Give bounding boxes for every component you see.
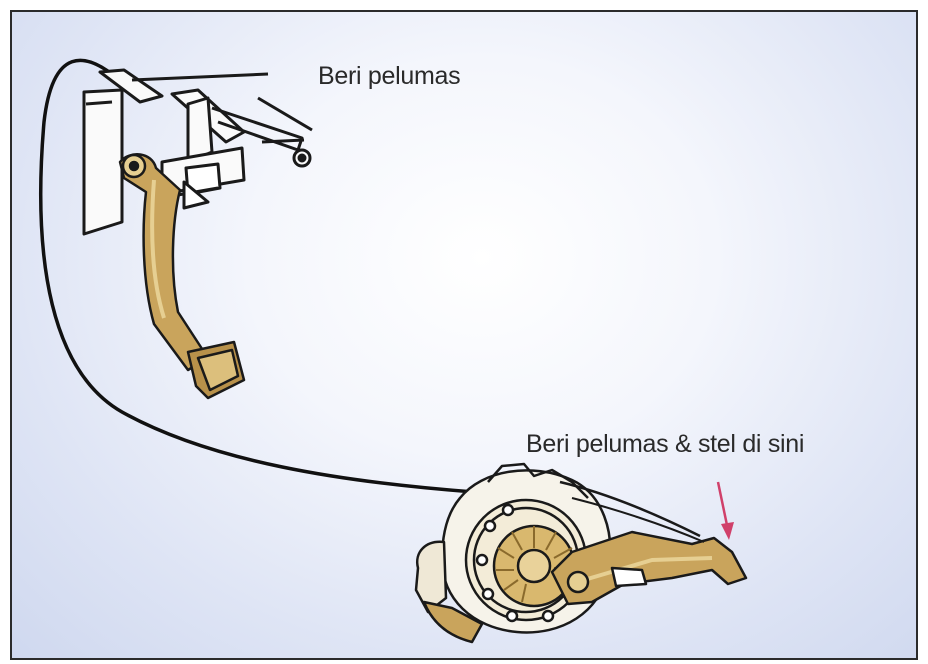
clutch-cable-illustration: [12, 12, 918, 660]
pedal-bracket: [84, 70, 312, 234]
clutch-housing: [416, 464, 746, 642]
diagram-frame: Beri pelumas Beri pelumas & stel di sini: [10, 10, 918, 660]
pointer-arrow: [718, 482, 734, 540]
label-lubricate-adjust-fork: Beri pelumas & stel di sini: [526, 430, 804, 459]
label-lubricate-pedal: Beri pelumas: [318, 62, 460, 91]
